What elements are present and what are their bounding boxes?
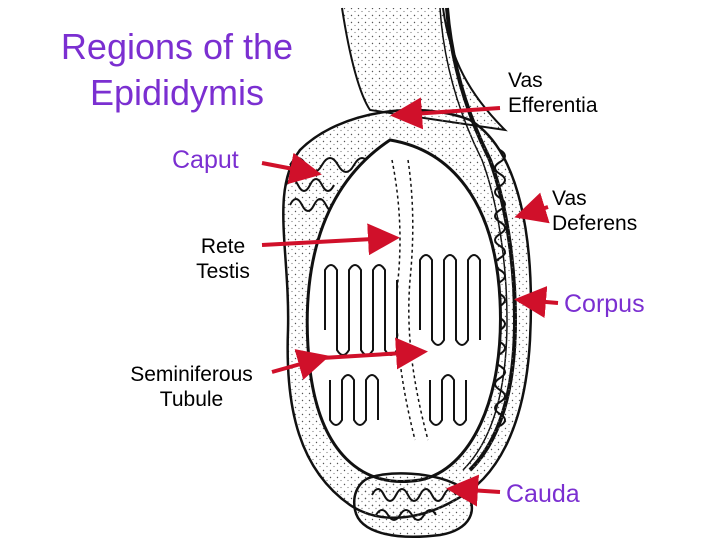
- arrow-cauda: [446, 474, 501, 507]
- label-rete-testis-line-1: Rete: [200, 235, 246, 258]
- arrow-seminiferous-tubule-right: [321, 337, 428, 370]
- label-caput: Caput: [172, 146, 239, 174]
- rete-testis-band-2: [407, 159, 429, 441]
- label-vas-efferentia-line-2: Efferentia: [508, 94, 598, 117]
- label-vas-efferentia-line-1: Vas: [508, 69, 543, 92]
- tubules-left-lower: [329, 374, 379, 426]
- slide-title: Regions of the Epididymis: [22, 24, 332, 116]
- label-cauda: Cauda: [506, 480, 580, 508]
- arrow-caput: [261, 152, 322, 185]
- cauda-outline: [353, 472, 474, 538]
- label-rete-testis-line-2: Testis: [196, 260, 250, 283]
- label-seminiferous-tubule-line-2: Tubule: [159, 388, 224, 411]
- tubules-left: [324, 264, 398, 356]
- arrow-corpus: [514, 286, 559, 318]
- label-vas-efferentia: Vas Efferentia: [508, 68, 598, 118]
- tubules-right: [419, 254, 481, 346]
- cauda-coils: [371, 488, 457, 502]
- label-rete-testis: Rete Testis: [186, 234, 260, 284]
- label-vas-deferens-line-2: Deferens: [552, 212, 638, 235]
- label-seminiferous-tubule: Seminiferous Tubule: [114, 362, 269, 412]
- arrow-seminiferous-tubule-left: [271, 349, 330, 380]
- arrow-vas-efferentia: [390, 97, 501, 130]
- title-line-2: Epididymis: [89, 72, 265, 113]
- tubules-right-lower: [429, 374, 467, 426]
- label-corpus: Corpus: [564, 290, 645, 318]
- label-vas-deferens-line-1: Vas: [552, 187, 587, 210]
- arrow-vas-deferens: [514, 192, 550, 224]
- label-seminiferous-tubule-line-1: Seminiferous: [130, 363, 253, 386]
- label-vas-deferens: Vas Deferens: [552, 186, 637, 236]
- title-line-1: Regions of the: [60, 26, 294, 67]
- cauda-coils-2: [375, 509, 437, 521]
- arrow-rete-testis: [261, 223, 400, 256]
